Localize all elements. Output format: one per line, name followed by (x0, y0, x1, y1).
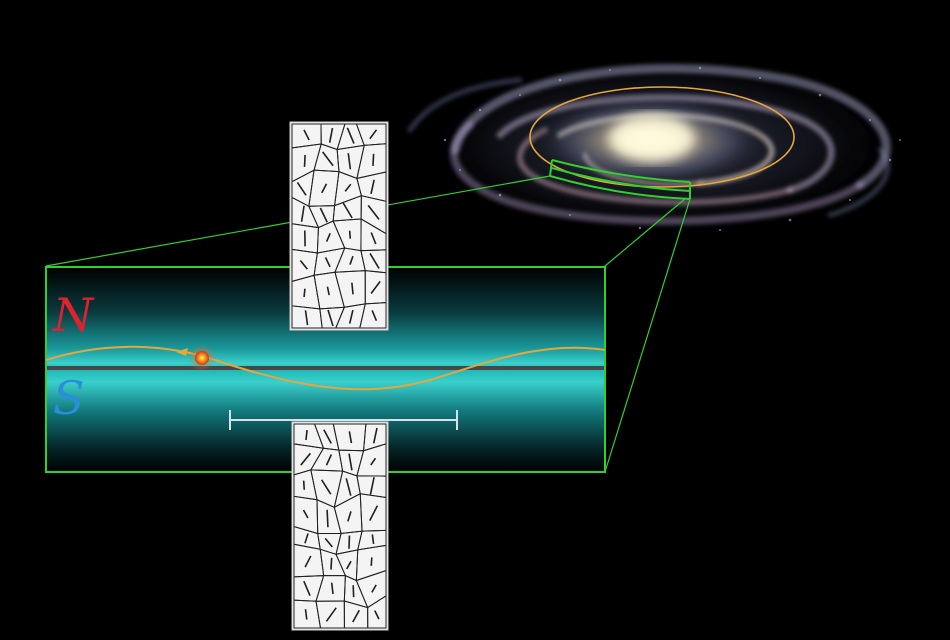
field-tick (349, 255, 354, 265)
field-tick (369, 253, 380, 269)
field-tick (351, 282, 354, 295)
field-tick (300, 205, 305, 222)
field-tick (302, 480, 306, 490)
direction-arrow-icon (176, 348, 188, 356)
field-tick (346, 127, 355, 144)
field-tick (305, 430, 308, 441)
south-label: S (53, 371, 85, 425)
field-tick (352, 609, 361, 623)
field-tick (348, 230, 352, 239)
sun-oscillation-path (45, 345, 606, 391)
field-tick (372, 153, 375, 166)
field-tick (303, 580, 311, 597)
field-tick (320, 479, 332, 495)
field-tick (346, 560, 352, 570)
sun-marker-icon (191, 347, 213, 369)
field-tick (321, 151, 334, 167)
scale-bar (229, 410, 458, 430)
field-tick (348, 453, 353, 471)
field-tick (347, 153, 352, 170)
galactic-disk-segment (549, 159, 691, 200)
field-tick (330, 582, 334, 595)
field-tick (370, 457, 377, 466)
field-tick (304, 310, 309, 326)
cell-polygon (359, 302, 387, 329)
field-tick (342, 202, 353, 219)
field-tick (371, 584, 377, 593)
field-tick (374, 610, 380, 620)
field-tick (304, 609, 308, 620)
field-tick (367, 204, 380, 220)
north-label: N (52, 288, 95, 342)
field-tick (303, 154, 306, 167)
field-tick (330, 557, 333, 570)
field-tick (345, 478, 352, 496)
field-tick (303, 129, 310, 141)
field-tick (299, 259, 308, 270)
field-tick (321, 183, 328, 194)
spiral-galaxy-image (405, 53, 915, 237)
cell-polygon (367, 595, 387, 629)
field-tick (371, 534, 375, 545)
field-tick (323, 429, 332, 444)
field-tick (370, 280, 381, 294)
field-tick (327, 309, 334, 327)
field-tick (372, 427, 378, 444)
field-tick (325, 607, 337, 622)
field-tick (303, 288, 306, 298)
galactic-midplane (46, 366, 605, 370)
field-tick (347, 511, 352, 522)
field-tick (370, 179, 375, 195)
field-tick (325, 232, 331, 242)
field-tick (369, 476, 375, 495)
field-tick (302, 509, 309, 519)
field-tick (348, 309, 354, 324)
field-tick (344, 183, 352, 192)
field-tick (369, 129, 378, 140)
cell-pattern-panel-top (289, 121, 389, 331)
field-tick (348, 535, 351, 549)
field-tick (370, 557, 373, 566)
field-tick (300, 452, 312, 466)
field-tick (304, 555, 312, 568)
cell-pattern-panel-bottom (291, 421, 389, 631)
field-tick (304, 533, 309, 544)
field-tick (326, 509, 329, 528)
solar-orbit-ring (529, 86, 795, 188)
field-tick (369, 505, 379, 522)
field-tick (324, 257, 331, 268)
field-tick (328, 127, 334, 143)
field-tick (370, 232, 377, 245)
field-tick (296, 182, 307, 196)
field-tick (348, 431, 353, 444)
field-tick (319, 207, 328, 223)
field-tick (325, 454, 333, 466)
field-tick (326, 286, 330, 296)
field-tick (324, 537, 333, 548)
field-tick (371, 310, 378, 322)
